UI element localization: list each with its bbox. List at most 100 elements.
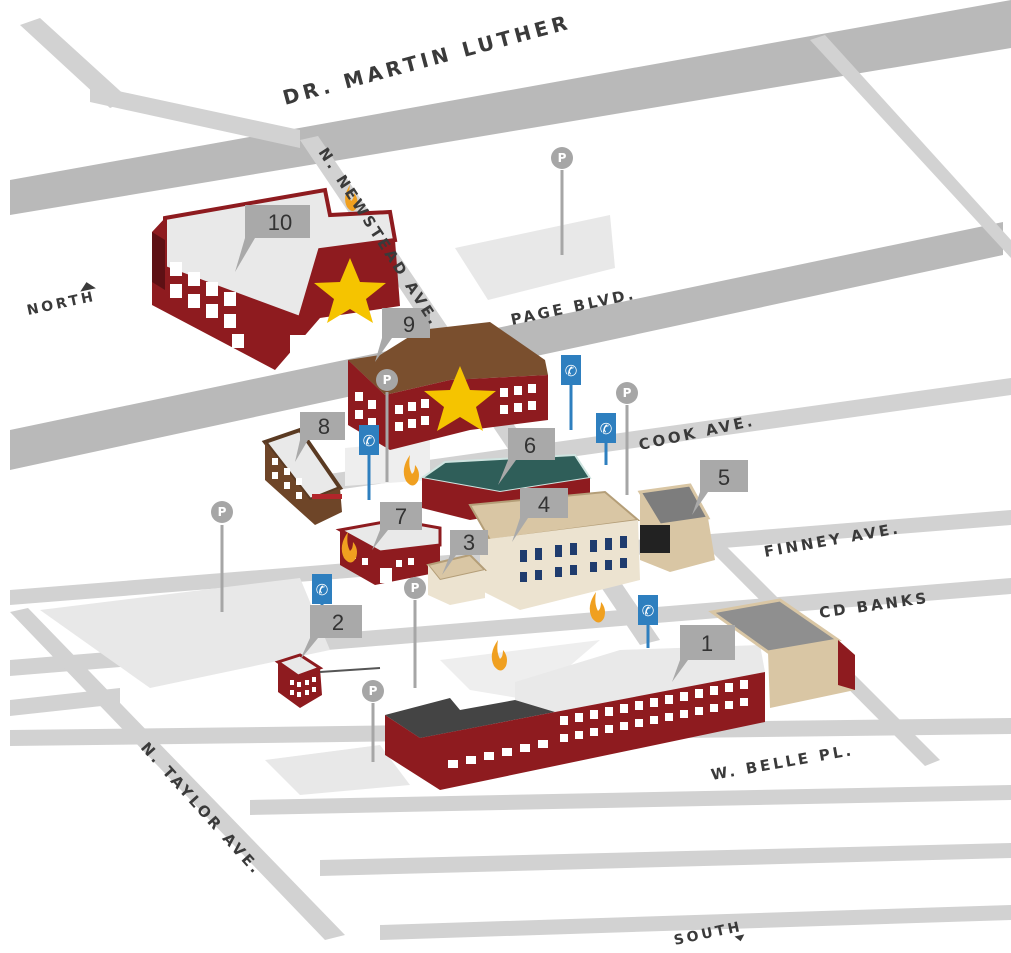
- flame-icon: [589, 592, 605, 623]
- building-flag-9: 9: [375, 308, 430, 362]
- parking-marker: P: [404, 577, 426, 688]
- parking-label: P: [558, 151, 567, 165]
- parking-marker: P: [616, 382, 638, 495]
- parking-marker: P: [211, 501, 233, 612]
- building-flag-2: 2: [300, 605, 362, 660]
- street-label-cook: COOK AVE.: [637, 412, 757, 454]
- phone-marker: ✆: [312, 574, 332, 625]
- building-7-door: [380, 568, 392, 583]
- building-5-dark-annex: [640, 525, 670, 553]
- building-1-dark-roof: [385, 698, 555, 738]
- north-arrow-icon: [80, 282, 96, 292]
- building-10-windows: [170, 262, 244, 348]
- road-left-stub: [10, 688, 120, 716]
- building-number: 10: [268, 210, 292, 235]
- parking-icon: [551, 147, 573, 169]
- flame-icon: [491, 640, 507, 671]
- building-9-windows: [355, 384, 536, 431]
- building-10-front: [152, 218, 400, 370]
- building-number-flags: 10 9 8 6 5 4 7 3: [235, 205, 748, 682]
- phone-marker: ✆: [638, 595, 658, 648]
- road-right-diag: [810, 35, 1011, 258]
- building-number: 9: [403, 312, 415, 337]
- phone-marker: ✆: [596, 413, 616, 465]
- building-1-roof: [515, 645, 765, 712]
- building-flag-1: 1: [672, 625, 735, 682]
- road-south-1: [250, 785, 1011, 815]
- building-number: 7: [395, 504, 407, 529]
- flame-icon: [345, 185, 358, 211]
- north-indicator: NORTH: [26, 282, 98, 319]
- phone-marker: ✆: [561, 355, 581, 430]
- parking-marker: P: [551, 147, 573, 255]
- lot-left: [40, 578, 330, 688]
- phone-icon: [359, 425, 379, 455]
- building-number: 5: [718, 465, 730, 490]
- north-label: NORTH: [26, 289, 98, 319]
- building-flag-10: 10: [235, 205, 310, 272]
- building-4-windows: [520, 536, 627, 582]
- parking-label: P: [369, 684, 378, 698]
- phone-marker: ✆: [359, 425, 379, 500]
- phone-label: ✆: [565, 362, 578, 380]
- phone-icon: [312, 574, 332, 604]
- building-1-annex-red: [838, 640, 855, 690]
- building-1-windows: [448, 680, 748, 768]
- building-flag-3: 3: [442, 530, 488, 575]
- road-mlk: [10, 0, 1011, 215]
- building-5: [637, 483, 715, 572]
- lot-top: [455, 215, 615, 300]
- building-flag-5: 5: [692, 460, 748, 515]
- phone-label: ✆: [316, 581, 329, 599]
- lot-center: [440, 640, 600, 700]
- building-4-front: [480, 520, 640, 610]
- building-4: [468, 490, 641, 610]
- road-top-left-2: [90, 85, 300, 148]
- building-1-annex-front: [768, 640, 855, 708]
- phone-label: ✆: [642, 602, 655, 620]
- parking-label: P: [383, 373, 392, 387]
- parking-icon: [376, 369, 398, 391]
- stars: [314, 258, 496, 431]
- parking-icon: [362, 680, 384, 702]
- parking-markers: P P P P P P: [211, 147, 638, 762]
- building-flag-4: 4: [512, 488, 568, 542]
- parking-label: P: [411, 581, 420, 595]
- building-7-front: [340, 530, 440, 585]
- building-9-roof: [348, 322, 548, 395]
- building-number: 3: [463, 530, 475, 555]
- parking-label: P: [623, 386, 632, 400]
- flames: [341, 185, 605, 671]
- parking-label: P: [218, 505, 227, 519]
- road-south-3: [380, 905, 1011, 940]
- road-top-left: [20, 18, 130, 108]
- building-number: 6: [524, 433, 536, 458]
- flame-icon: [341, 532, 357, 563]
- building-3-front: [428, 565, 485, 605]
- phone-icon: [596, 413, 616, 443]
- building-8: [261, 427, 344, 525]
- building-8-windows: [272, 458, 302, 499]
- phone-icon: [638, 595, 658, 625]
- building-8-stripe: [312, 494, 342, 499]
- building-8-front: [265, 442, 342, 525]
- parking-icon: [404, 577, 426, 599]
- building-10-door: [290, 335, 308, 367]
- parking-marker: P: [376, 369, 398, 482]
- star-icon: [424, 366, 496, 431]
- road-south-2: [320, 843, 1011, 876]
- phone-icon: [561, 355, 581, 385]
- building-3: [426, 553, 487, 605]
- building-2-windows: [290, 677, 316, 697]
- building-flag-7: 7: [372, 502, 422, 550]
- flame-icon: [403, 455, 419, 486]
- building-number: 8: [318, 414, 330, 439]
- building-number: 4: [538, 492, 550, 517]
- building-number: 2: [332, 610, 344, 635]
- building-2-connector: [319, 667, 381, 673]
- star-icon: [314, 258, 386, 323]
- street-label-taylor: N. TAYLOR AVE.: [137, 739, 266, 879]
- building-flag-6: 6: [498, 428, 555, 485]
- building-10-left-wall: [152, 232, 165, 290]
